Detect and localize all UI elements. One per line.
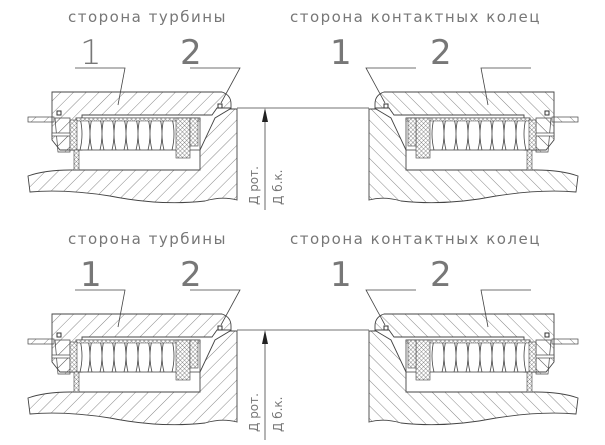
callout-2-left: 2 bbox=[180, 255, 202, 295]
slip-ring-side-seal-section bbox=[365, 67, 579, 204]
dim-rotor-label: Д рот. bbox=[247, 166, 261, 205]
callout-2-right: 2 bbox=[430, 33, 452, 73]
turbine-side-seal-section bbox=[27, 67, 241, 204]
panel-top: сторона турбины сторона контактных колец… bbox=[27, 8, 579, 210]
right-side-title: сторона контактных колец bbox=[290, 230, 541, 248]
left-side-title: сторона турбины bbox=[68, 230, 227, 248]
slip-ring-side-seal-section bbox=[365, 289, 579, 426]
panel-bottom: сторона турбины сторона контактных колец… bbox=[27, 230, 579, 440]
arrow-head-icon bbox=[262, 108, 268, 122]
turbine-side-seal-section bbox=[27, 289, 241, 426]
callout-2-left: 2 bbox=[180, 33, 202, 73]
left-side-title: сторона турбины bbox=[68, 8, 227, 26]
callout-1-left: 1 bbox=[80, 255, 102, 295]
callout-1-right: 1 bbox=[330, 33, 352, 73]
callout-2-right: 2 bbox=[430, 255, 452, 295]
dim-ring-label: Д б.к. bbox=[271, 170, 285, 205]
callout-1-right: 1 bbox=[330, 255, 352, 295]
dim-rotor-label: Д рот. bbox=[247, 393, 261, 432]
arrow-head-icon bbox=[262, 330, 268, 344]
callout-1-left: 1 bbox=[80, 33, 102, 73]
dim-ring-label: Д б.к. bbox=[271, 397, 285, 432]
right-side-title: сторона контактных колец bbox=[290, 8, 541, 26]
